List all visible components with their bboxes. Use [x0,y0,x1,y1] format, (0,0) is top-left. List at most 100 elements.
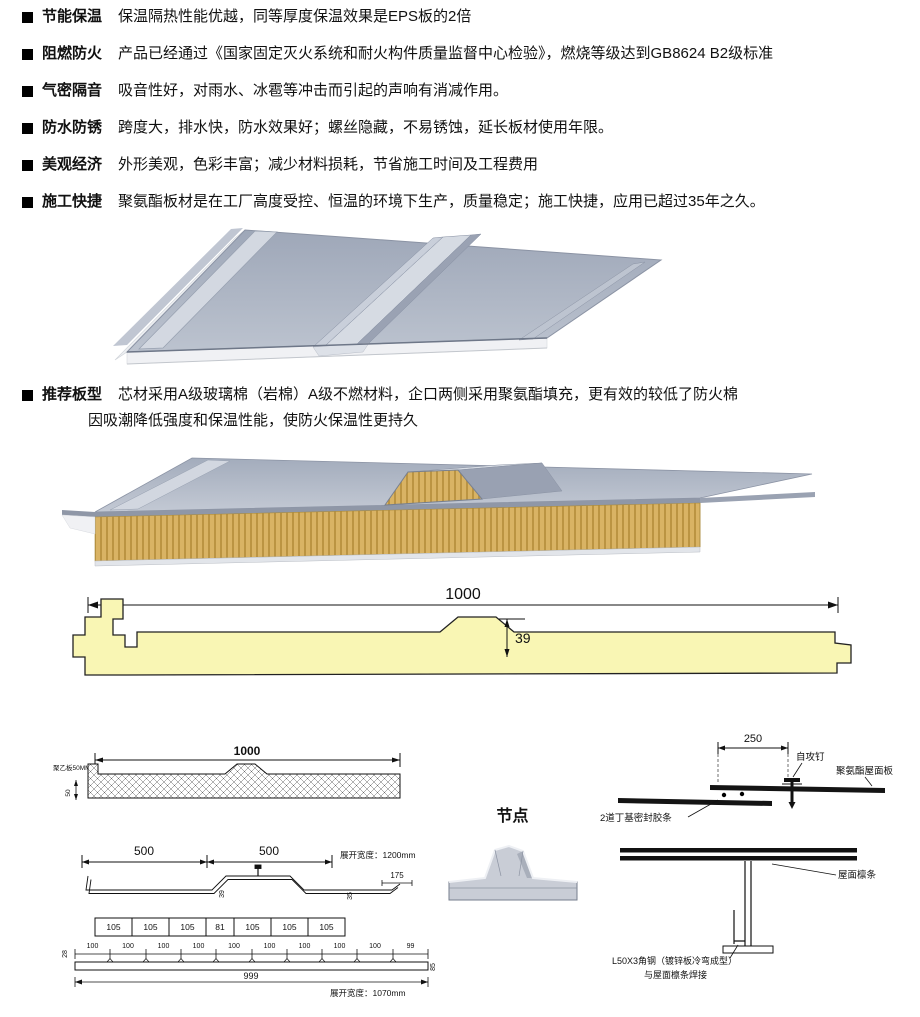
feature-label: 节能保温 [42,8,103,25]
purlin-leader [771,863,837,876]
installation-detail-figure: 250 自攻钉 聚氨酯屋面板 2道丁基密封胶条 屋面檩条 [600,733,894,980]
feature-label: 阻燃防火 [42,45,103,62]
section-rib-core-face [383,469,484,506]
section-front-skin [95,498,700,517]
recommend-desc-line2: 因吸潮降低强度和保温性能，使防火保温性更持久 [88,412,419,429]
seal-leader [687,799,719,818]
span-dimension: 500 500 展开宽度：1200mm [81,844,416,868]
svg-text:81: 81 [215,922,225,932]
feature-row: 气密隔音 吸音性好，对雨水、冰雹等冲击而引起的声响有消减作用。 [22,80,904,102]
svg-text:100: 100 [122,943,134,950]
svg-text:100: 100 [264,943,276,950]
svg-text:100: 100 [228,943,240,950]
panel-front-skin-line [126,337,548,353]
feature-label: 气密隔音 [42,82,103,99]
hundreds-dimension [74,949,429,959]
screw-label: 自攻钉 [796,751,825,763]
svg-text:105: 105 [282,922,296,932]
feature-label: 美观经济 [42,156,103,173]
height-dim-text: 39 [515,630,531,646]
dim-35-text: 35 [347,892,354,900]
angle-label-line1: L50X3角钢（镀锌板冷弯成型） [612,955,737,966]
span-right-text: 500 [259,844,279,858]
feature-label: 施工快捷 [42,193,103,210]
svg-text:100: 100 [334,943,346,950]
unfold-bottom-text: 展开宽度：1070mm [330,988,406,998]
recommend-desc-line1: 芯材采用A级玻璃棉（岩棉）A级不燃材料，企口两侧采用聚氨酯填充，更有效的较低了防… [118,386,739,403]
square-bullet-icon [22,12,33,23]
width-dim-text: 1000 [445,586,481,603]
panel-left-seam-lip [113,228,243,346]
total-text: 999 [243,971,258,981]
svg-text:105: 105 [106,922,120,932]
hatched-profile-outline [87,763,401,799]
panel-label: 聚氨酯屋面板 [836,765,894,777]
purlin-section [722,861,774,954]
feature-desc: 外形美观，色彩丰富；减少材料损耗，节省施工时间及工程费用 [118,156,539,173]
svg-text:100: 100 [299,943,311,950]
total-dimension: 999 [74,971,429,987]
dim-250: 250 [717,733,789,782]
features-list: 节能保温 保温隔热性能优越，同等厚度保温效果是EPS板的2倍 阻燃防火 产品已经… [22,6,904,228]
self-tapping-screw [782,778,802,809]
purlin-top-plates [620,848,857,861]
section-left-seam-band [109,459,231,511]
svg-text:250: 250 [744,733,762,745]
unfolded-strip [74,957,429,971]
height-dim-text: 50 [65,789,72,797]
node-title: 节点 [496,808,529,825]
dim-28-text: 28 [62,950,69,958]
hundreds-labels: 100 100 100 100 100 100 100 100 100 99 [87,943,415,950]
svg-text:99: 99 [407,943,415,950]
square-bullet-icon [22,390,33,401]
svg-text:100: 100 [87,943,99,950]
width-dim-text: 1000 [234,744,261,758]
dim-39-text: 39 [219,890,226,898]
feature-desc: 吸音性好，对雨水、冰雹等冲击而引起的声响有消减作用。 [118,82,509,99]
purlin-label: 屋面檩条 [838,869,877,881]
section-right-lap-edge [700,492,815,503]
feature-label: 防水防锈 [42,119,103,136]
panel-profile-outline [72,598,852,676]
feature-desc: 保温隔热性能优越，同等厚度保温效果是EPS板的2倍 [118,8,472,25]
lower-lap-panel [618,798,772,806]
feature-desc: 产品已经通过《国家固定灭火系统和耐火构件质量监督中心检验》，燃烧等级达到GB86… [118,45,774,62]
width-dimension: 1000 [94,744,401,767]
dim-85-text: 85 [430,963,437,971]
angle-leader [729,944,739,959]
seam-joint-shape [448,845,578,901]
material-label: 聚乙板50MM [53,763,91,772]
node-detail-figure [448,844,578,901]
square-bullet-icon [22,123,33,134]
thin-profile [85,864,401,894]
screw-leader [792,762,803,778]
svg-text:100: 100 [369,943,381,950]
square-bullet-icon [22,197,33,208]
panel-cross-section-figure [61,457,815,567]
width-dimension: 1000 [87,586,839,613]
recommend-section: 推荐板型 芯材采用A级玻璃棉（岩棉）A级不燃材料，企口两侧采用聚氨酯填充，更有效… [22,384,904,432]
feature-desc: 跨度大，排水快，防水效果好；螺丝隐藏，不易锈蚀，延长板材使用年限。 [118,119,614,136]
seal-label: 2道丁基密封胶条 [600,812,672,824]
feature-row: 美观经济 外形美观，色彩丰富；减少材料损耗，节省施工时间及工程费用 [22,154,904,176]
angle-label-line2: 与屋面檩条焊接 [644,969,707,980]
feature-row: 施工快捷 聚氨酯板材是在工厂高度受控、恒温的环境下生产，质量稳定；施工快捷，应用… [22,191,904,213]
roof-panel-3d-figure [113,228,663,365]
svg-text:100: 100 [158,943,170,950]
feature-row: 节能保温 保温隔热性能优越，同等厚度保温效果是EPS板的2倍 [22,6,904,28]
unfold-drawing-figure: 500 500 展开宽度：1200mm 175 39 35 [62,844,437,998]
recommend-label: 推荐板型 [42,386,103,403]
svg-text:105: 105 [180,922,194,932]
roof-panel-3d [113,228,663,365]
square-bullet-icon [22,160,33,171]
svg-text:105: 105 [319,922,333,932]
dim-175: 175 [381,871,413,886]
recommend-row: 推荐板型 芯材采用A级玻璃棉（岩棉）A级不燃材料，企口两侧采用聚氨酯填充，更有效… [22,384,904,406]
square-bullet-icon [22,49,33,60]
svg-text:175: 175 [390,871,404,880]
unfold-top-text: 展开宽度：1200mm [340,850,416,860]
upper-roof-panel [710,785,885,793]
seam-shade [517,851,533,878]
panel-left-seam-band [138,230,278,350]
